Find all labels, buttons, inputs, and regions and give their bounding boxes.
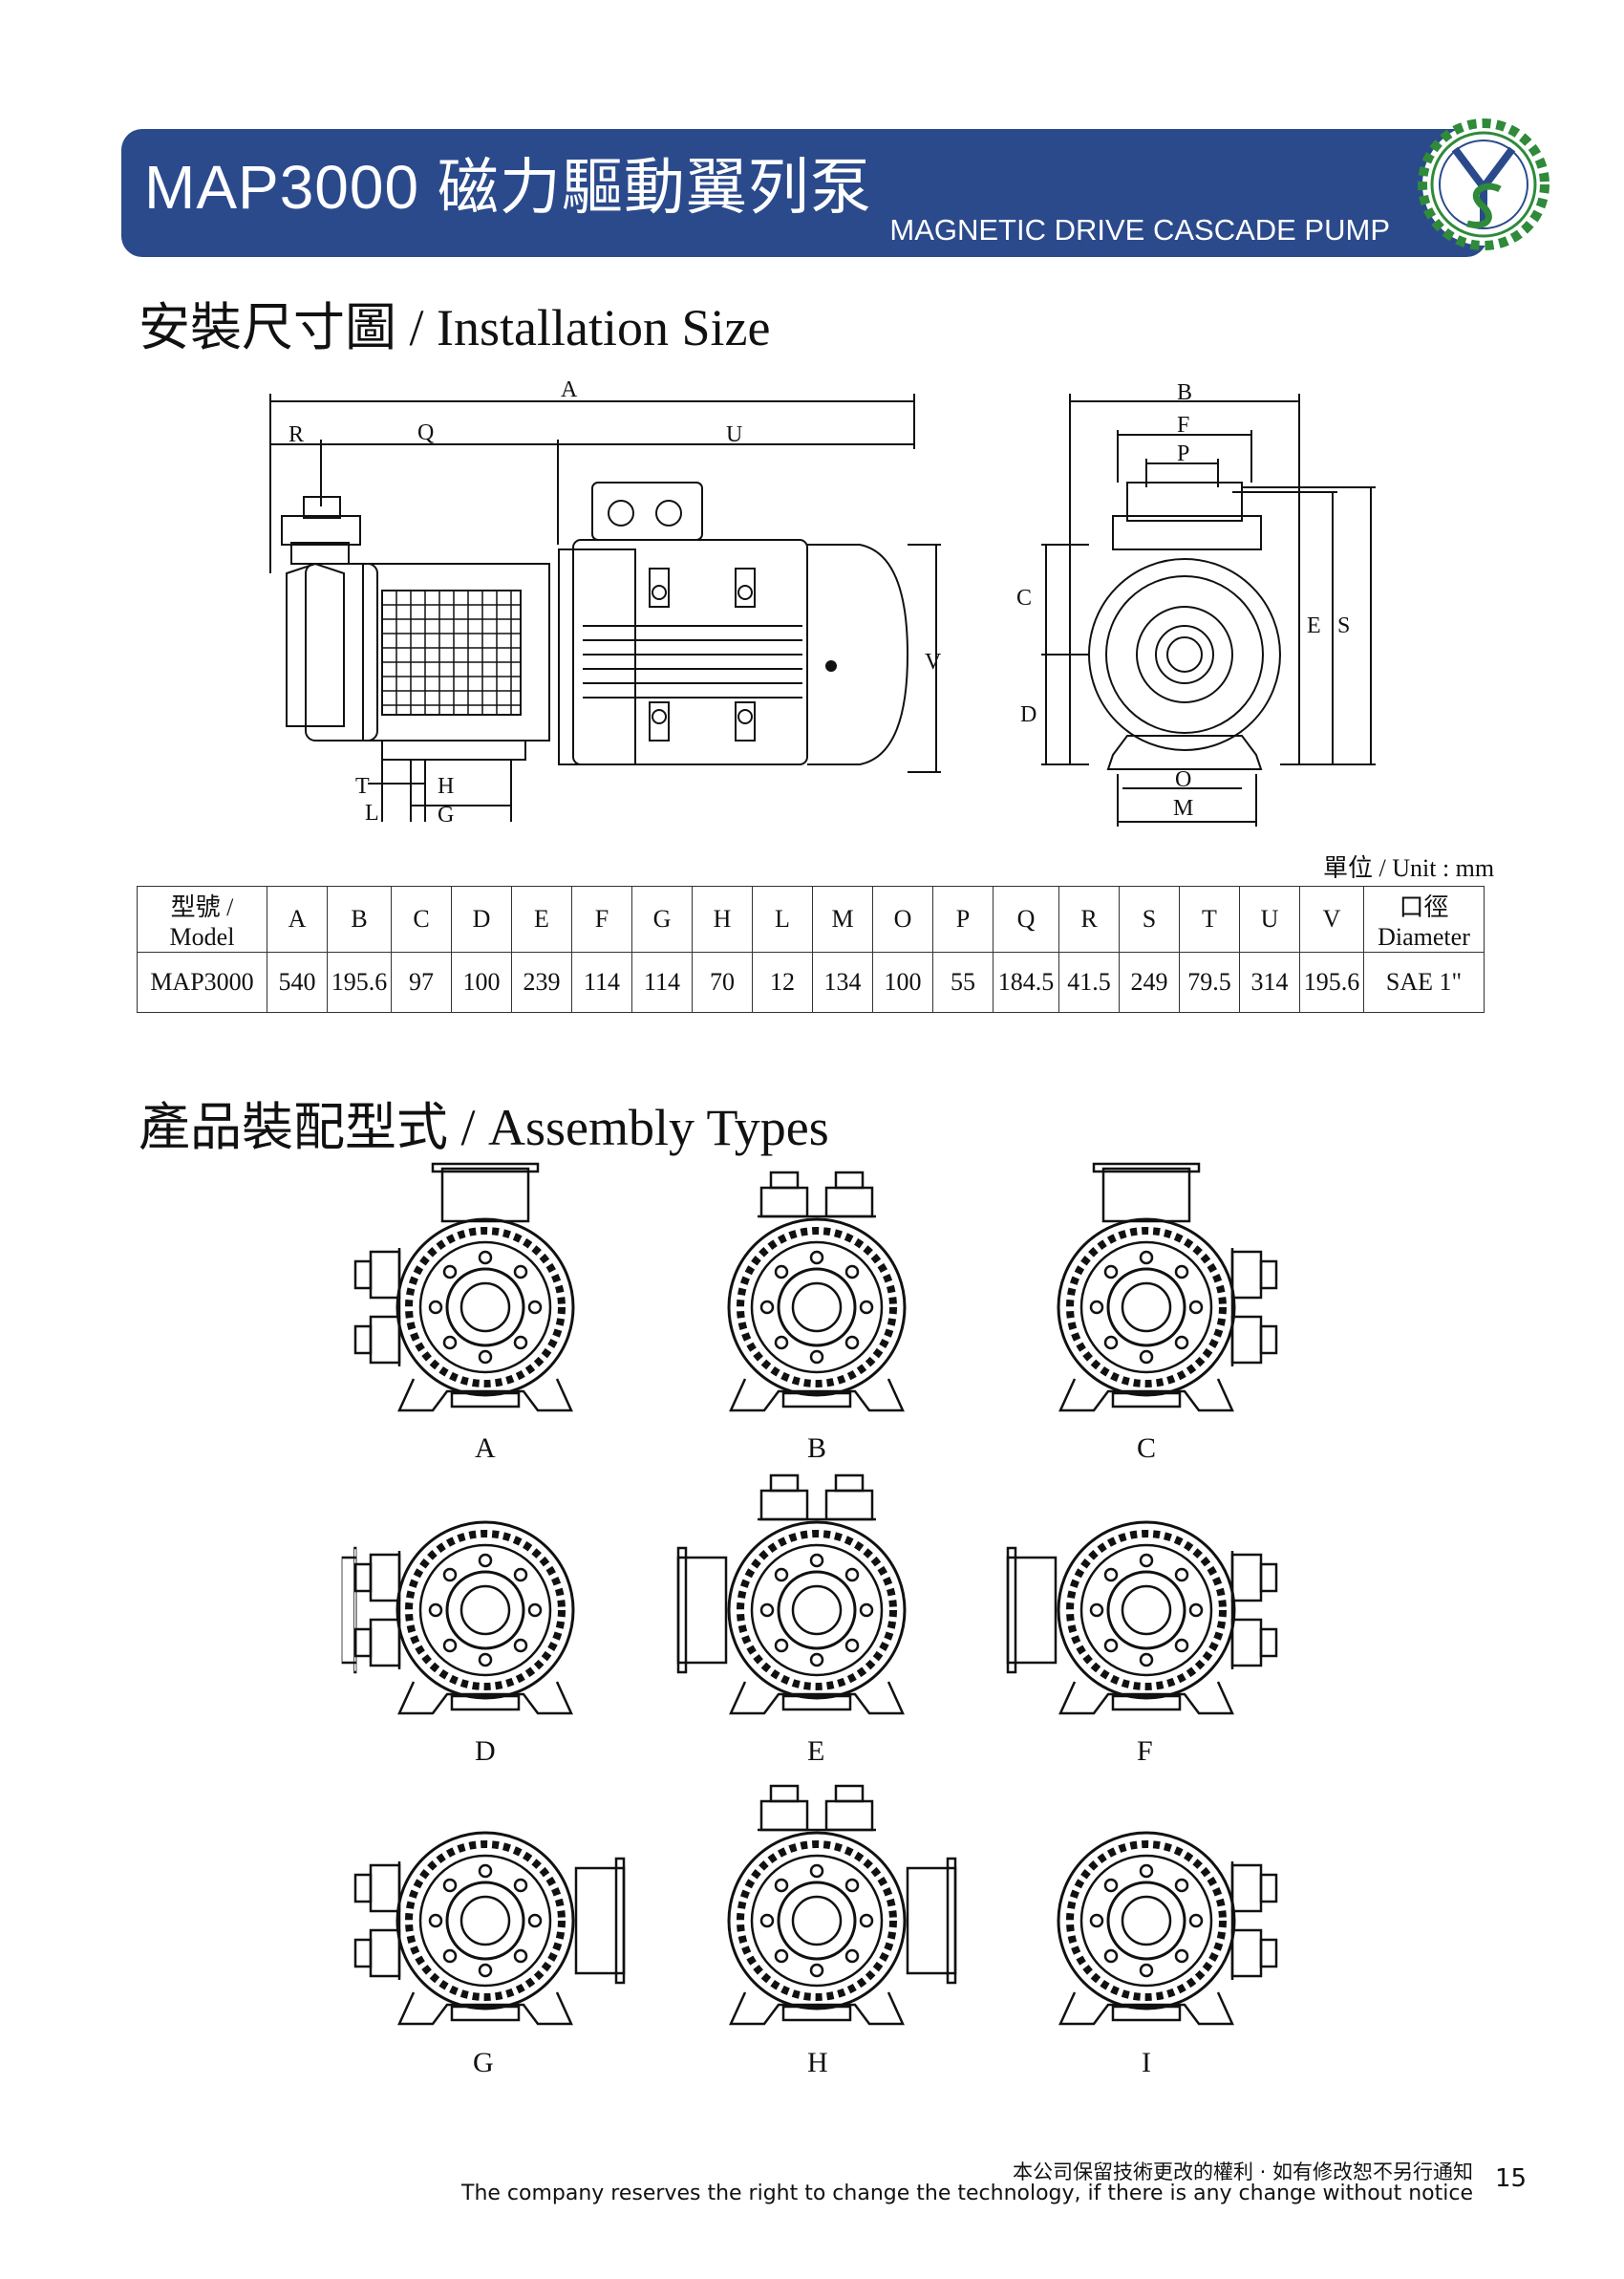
footer-notice-cn: 本公司保留技術更改的權利 · 如有修改恕不另行通知: [1012, 2161, 1473, 2183]
header-cell: V: [1299, 886, 1364, 953]
assembly-label-g: G: [473, 2047, 494, 2078]
value-cell: 239: [511, 952, 572, 1013]
header-model: 型號 / Model: [137, 886, 267, 953]
company-logo: [1418, 118, 1549, 250]
value-cell: 195.6: [1299, 952, 1364, 1013]
footer-notice-en: The company reserves the right to change…: [461, 2182, 1473, 2205]
spec-table: 型號 / Model A B C D E F G H L M O P Q R S…: [137, 886, 1485, 1013]
unit-label: 單位 / Unit : mm: [1323, 854, 1495, 882]
assembly-label-e: E: [807, 1735, 824, 1767]
dim-label-m: M: [1173, 796, 1193, 821]
dim-label-u: U: [726, 422, 742, 447]
value-cell: 12: [752, 952, 813, 1013]
dim-label-d: D: [1020, 702, 1036, 727]
page-subtitle: MAGNETIC DRIVE CASCADE PUMP: [889, 213, 1390, 247]
value-cell: 540: [267, 952, 328, 1013]
value-cell: 184.5: [993, 952, 1059, 1013]
dim-label-h: H: [438, 774, 454, 799]
cell-diameter: SAE 1": [1363, 952, 1485, 1013]
header-cell: L: [752, 886, 813, 953]
header-cell: U: [1239, 886, 1300, 953]
header-cell: O: [872, 886, 933, 953]
header-banner: MAP3000 磁力驅動翼列泵 MAGNETIC DRIVE CASCADE P…: [121, 129, 1487, 257]
value-cell: 249: [1119, 952, 1180, 1013]
header-cell: E: [511, 886, 572, 953]
value-cell: 195.6: [327, 952, 392, 1013]
dim-label-p: P: [1177, 441, 1189, 466]
header-cell: H: [692, 886, 753, 953]
assembly-heading: 產品裝配型式 / Assembly Types: [139, 1099, 829, 1156]
value-cell: 100: [451, 952, 512, 1013]
dim-label-s: S: [1337, 613, 1350, 638]
assembly-label-a: A: [475, 1432, 496, 1464]
dim-label-t: T: [355, 774, 370, 799]
cell-model: MAP3000: [137, 952, 267, 1013]
dim-label-a: A: [561, 377, 578, 402]
dim-label-q: Q: [417, 420, 434, 445]
header-cell: C: [391, 886, 452, 953]
header-diameter: 口徑 Diameter: [1363, 886, 1485, 953]
table-row: MAP3000 540 195.6 97 100 239 114 114 70 …: [137, 952, 1485, 1013]
header-cell: G: [631, 886, 693, 953]
dim-label-g: G: [438, 803, 454, 828]
value-cell: 100: [872, 952, 933, 1013]
header-cell: Q: [993, 886, 1059, 953]
dim-label-e: E: [1307, 613, 1321, 638]
dim-label-r: R: [288, 422, 304, 447]
dim-label-l: L: [365, 801, 379, 826]
installation-drawing: A R Q U V T H L G B F P C D E S O M: [269, 377, 1376, 828]
dim-label-c: C: [1016, 586, 1032, 611]
dim-label-o: O: [1175, 767, 1191, 792]
value-cell: 41.5: [1058, 952, 1120, 1013]
assembly-label-b: B: [807, 1432, 826, 1464]
assembly-label-i: I: [1142, 2047, 1151, 2078]
dim-label-v: V: [925, 650, 942, 675]
dim-label-f: F: [1177, 413, 1189, 438]
assembly-label-d: D: [475, 1735, 496, 1767]
value-cell: 55: [932, 952, 994, 1013]
value-cell: 114: [631, 952, 693, 1013]
assembly-types-drawing: A B C D E F G H I: [340, 1162, 1278, 2078]
value-cell: 70: [692, 952, 753, 1013]
installation-heading: 安裝尺寸圖 / Installation Size: [139, 299, 771, 356]
header-cell: A: [267, 886, 328, 953]
page-number: 15: [1495, 2164, 1528, 2193]
page-title: MAP3000 磁力驅動翼列泵: [144, 153, 872, 222]
value-cell: 97: [391, 952, 452, 1013]
dim-label-b: B: [1177, 380, 1192, 405]
table-header-row: 型號 / Model A B C D E F G H L M O P Q R S…: [137, 886, 1485, 953]
assembly-label-h: H: [807, 2047, 828, 2078]
value-cell: 79.5: [1179, 952, 1240, 1013]
value-cell: 314: [1239, 952, 1300, 1013]
header-cell: P: [932, 886, 994, 953]
assembly-label-c: C: [1137, 1432, 1156, 1464]
assembly-label-f: F: [1137, 1735, 1153, 1767]
